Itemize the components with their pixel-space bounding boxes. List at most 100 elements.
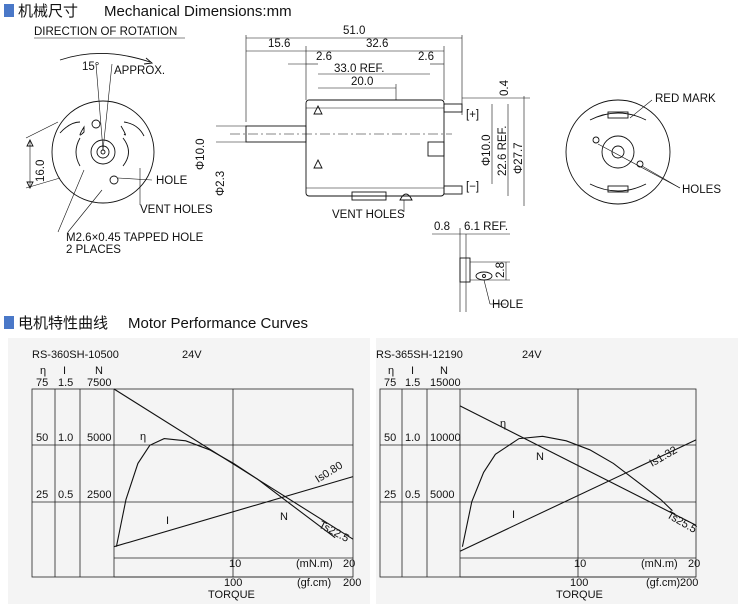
chart2-col-eta: η: [388, 365, 394, 377]
chart2-n-tick-5000: 5000: [430, 489, 454, 501]
chart1-x-unit-mn: (mN.m): [296, 558, 333, 570]
chart2-x-tick-10: 10: [574, 558, 586, 570]
section-marker-dims: [4, 4, 14, 17]
perf-header-en: Motor Performance Curves: [128, 315, 308, 332]
chart2-x-gf-tick-100: 100: [570, 577, 588, 589]
vent-holes-left-label: VENT HOLES: [140, 204, 213, 216]
angle-label: 15°: [82, 61, 99, 73]
chart2-eta-tick-75: 75: [384, 377, 396, 389]
hole-terminal-label: HOLE: [492, 299, 524, 311]
holes-right-label: HOLES: [682, 184, 721, 196]
chart2-label-n: N: [536, 451, 544, 463]
dim-0-8: 0.8: [434, 221, 450, 233]
chart1-x-gf-tick-200: 200: [343, 577, 361, 589]
chart2-i-tick-1-5: 1.5: [405, 377, 420, 389]
chart1-col-n: N: [95, 365, 103, 377]
chart2-series-speed: [459, 405, 697, 526]
dim-16: 16.0: [35, 160, 47, 182]
chart1-i-tick-1-5: 1.5: [58, 377, 73, 389]
chart2-n-tick-15000: 15000: [430, 377, 461, 389]
chart1-col-eta: η: [40, 365, 46, 377]
red-mark-label: RED MARK: [655, 93, 716, 105]
chart2-xlabel: TORQUE: [556, 589, 603, 601]
side-view: 51.0 15.6 32.6 2.6 2.6 33.0 REF. 20.0 Φ1…: [195, 25, 530, 221]
chart2-curves: [459, 405, 697, 552]
motor-can: [305, 99, 445, 197]
chart1-x-tick-10: 10: [229, 558, 241, 570]
chart1-eta-tick-50: 50: [36, 432, 48, 444]
perf-header-cn: 电机特性曲线: [18, 315, 108, 332]
chart1-i-tick-0-5: 0.5: [58, 489, 73, 501]
chart1-eta-tick-25: 25: [36, 489, 48, 501]
chart2-i-tick-1-0: 1.0: [405, 432, 420, 444]
tapped-hole-label: M2.6×0.45 TAPPED HOLE: [66, 232, 204, 244]
phi10-right: Φ10.0: [481, 134, 493, 166]
dim-2-6-b: 2.6: [418, 51, 434, 63]
chart1-n-tick-2500: 2500: [87, 489, 111, 501]
plus-terminal: [+]: [466, 109, 479, 121]
dim-20: 20.0: [351, 76, 373, 88]
dim-15-6: 15.6: [268, 38, 290, 50]
phi2-3: Φ2.3: [215, 171, 227, 196]
chart2-series-efficiency: [461, 435, 673, 547]
chart2-label-eta: η: [500, 418, 506, 430]
chart-panel-2: [376, 338, 738, 604]
chart1-n-tick-5000: 5000: [87, 432, 111, 444]
end-bell-outline: [51, 100, 155, 204]
chart1-label-n: N: [280, 511, 288, 523]
chart1-xlabel: TORQUE: [208, 589, 255, 601]
dims-header-cn: 机械尺寸: [18, 3, 78, 20]
dim-51: 51.0: [343, 25, 365, 37]
chart1-col-i: I: [63, 365, 66, 377]
dim-0-4: 0.4: [499, 79, 511, 96]
chart2-eta-tick-50: 50: [384, 432, 396, 444]
chart2-x-tick-20: 20: [688, 558, 700, 570]
phi27-7: Φ27.7: [513, 142, 525, 174]
chart2-model: RS-365SH-12190: [376, 349, 463, 361]
chart2-n-tick-10000: 10000: [430, 432, 461, 444]
chart1-eta-tick-75: 75: [36, 377, 48, 389]
rear-view-right: RED MARK HOLES: [565, 93, 721, 205]
phi10-left: Φ10.0: [195, 138, 207, 170]
chart2-label-i: I: [512, 509, 515, 521]
dim-6-1-ref: 6.1 REF.: [464, 221, 508, 233]
dim-32-6: 32.6: [366, 38, 388, 50]
tapped-hole-places: 2 PLACES: [66, 244, 121, 256]
chart1-voltage: 24V: [182, 349, 202, 361]
chart1-model: RS-360SH-10500: [32, 349, 119, 361]
chart1-label-eta: η: [140, 431, 146, 443]
chart1-x-gf-tick-100: 100: [224, 577, 242, 589]
chart2-i-tick-0-5: 0.5: [405, 489, 420, 501]
dim-22-6-ref: 22.6 REF.: [497, 126, 509, 177]
chart-panel-1: [8, 338, 370, 604]
rotation-arrow: [59, 53, 151, 63]
dim-2-8: 2.8: [495, 262, 507, 278]
chart2-col-i: I: [411, 365, 414, 377]
minus-terminal: [−]: [466, 181, 479, 193]
dim-33-ref: 33.0 REF.: [334, 63, 385, 75]
chart2-voltage: 24V: [522, 349, 542, 361]
vent-holes-mid-label: VENT HOLES: [332, 209, 405, 221]
approx-label: APPROX.: [114, 65, 165, 77]
chart1-x-unit-gf: (gf.cm): [297, 577, 331, 589]
dims-header-en: Mechanical Dimensions:mm: [104, 3, 292, 20]
chart2-x-gf-tick-200: 200: [680, 577, 698, 589]
chart2-series-current: [459, 439, 697, 552]
chart2-x-unit-gf: (gf.cm): [646, 577, 680, 589]
chart2-col-n: N: [440, 365, 448, 377]
chart1-x-tick-20: 20: [343, 558, 355, 570]
dim-2-6-a: 2.6: [316, 51, 332, 63]
direction-label: DIRECTION OF ROTATION: [34, 26, 177, 38]
chart1-label-i: I: [166, 515, 169, 527]
chart2-x-unit-mn: (mN.m): [641, 558, 678, 570]
chart1-i-tick-1-0: 1.0: [58, 432, 73, 444]
front-view-left: DIRECTION OF ROTATION 15° APPROX. 16.0 H…: [25, 26, 213, 256]
chart1-series-efficiency: [115, 438, 336, 547]
chart1-curves: [113, 388, 354, 548]
chart1-series-speed: [113, 388, 354, 540]
chart2-eta-tick-25: 25: [384, 489, 396, 501]
terminal-detail: 0.8 6.1 REF. 2.8 HOLE: [432, 221, 524, 312]
chart-rs365: RS-365SH-12190 24V η I N 75 50 25 1.5 1.…: [376, 349, 700, 601]
chart1-n-tick-7500: 7500: [87, 377, 111, 389]
